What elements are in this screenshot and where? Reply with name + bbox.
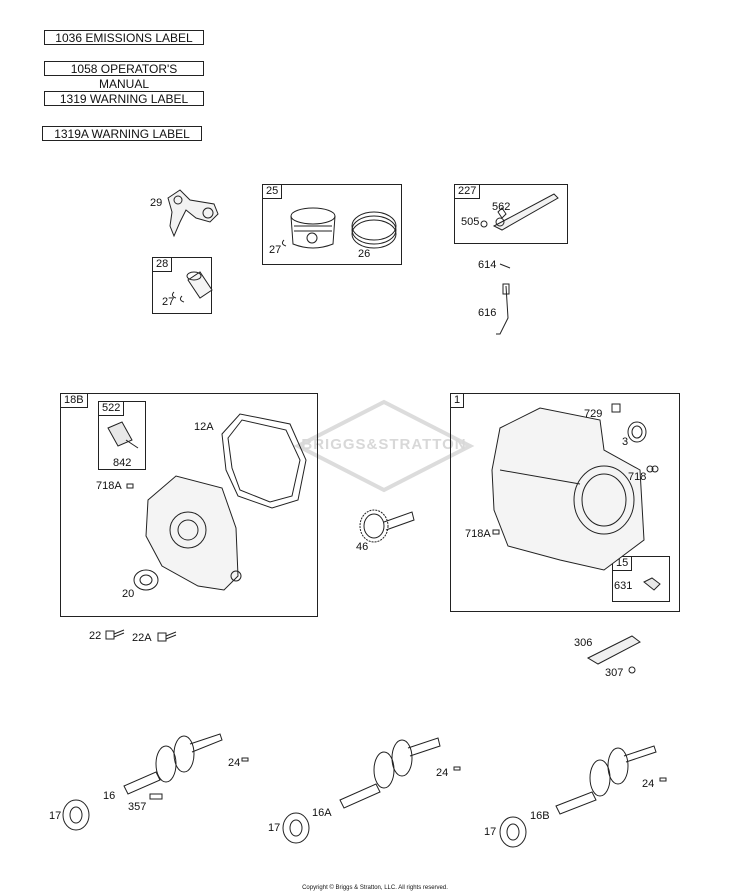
governor-spring-part: [499, 263, 511, 269]
part-number-631: 631: [614, 580, 633, 592]
piston-rings-part: [351, 211, 397, 249]
group-box-227: 227: [454, 184, 568, 244]
part-number-27-piston: 27: [269, 244, 282, 256]
part-number-22a: 22A: [132, 632, 152, 644]
cylinder-block-part: [491, 407, 645, 571]
crankshaft-16a-part: [339, 737, 441, 809]
bearing-part-17a: [62, 799, 90, 831]
group-box-18b: 18B: [60, 393, 318, 617]
key-part: [149, 793, 163, 800]
emissions-label-item: 1036 EMISSIONS LABEL: [44, 30, 204, 45]
gasket-part: [221, 413, 307, 509]
screw-part: [628, 666, 636, 674]
part-number-29: 29: [150, 197, 163, 209]
bolt-part-22: [105, 629, 125, 640]
plug-part: [611, 403, 621, 413]
piston-part: [281, 207, 336, 249]
part-number-20: 20: [122, 588, 135, 600]
part-number-842: 842: [113, 457, 132, 469]
part-number-616: 616: [478, 307, 497, 319]
wrist-pin-part: [171, 271, 213, 303]
group-tag-15: 15: [613, 557, 633, 571]
part-number-24-first: 24: [228, 757, 241, 769]
group-tag-227: 227: [455, 185, 481, 199]
dowel-part-718: [646, 465, 659, 473]
governor-link-part: [496, 283, 510, 335]
group-tag-25: 25: [263, 185, 283, 199]
part-number-17-third: 17: [484, 826, 497, 838]
part-number-729: 729: [584, 408, 603, 420]
part-number-27-pin: 27: [162, 296, 175, 308]
breather-valve-part: [107, 421, 139, 449]
group-box-522: 522: [98, 401, 146, 470]
part-number-718a-right: 718A: [465, 528, 491, 540]
oil-seal-part: [133, 569, 159, 591]
governor-arm-part: [480, 193, 559, 231]
part-number-614: 614: [478, 259, 497, 271]
warning-label-item: 1319 WARNING LABEL: [44, 91, 204, 106]
group-box-15: 15: [612, 556, 670, 602]
bearing-part-17b: [282, 812, 310, 844]
dowel-pin-left: [126, 483, 134, 489]
crankshaft-16b-part: [555, 745, 657, 815]
part-number-46: 46: [356, 541, 369, 553]
part-number-17-second: 17: [268, 822, 281, 834]
part-number-307: 307: [605, 667, 624, 679]
group-tag-28: 28: [153, 258, 173, 272]
pin-part-24c: [659, 777, 667, 782]
baffle-plate-part: [586, 635, 641, 665]
part-number-26: 26: [358, 248, 371, 260]
part-number-22: 22: [89, 630, 102, 642]
part-number-16: 16: [103, 790, 116, 802]
part-number-306: 306: [574, 637, 593, 649]
operators-manual-item: 1058 OPERATOR'S MANUAL: [44, 61, 204, 91]
part-number-17-first: 17: [49, 810, 62, 822]
part-number-24-second: 24: [436, 767, 449, 779]
copyright-notice: Copyright © Briggs & Stratton, LLC. All …: [302, 885, 448, 891]
part-number-718a-left: 718A: [96, 480, 122, 492]
pin-part-24b: [453, 766, 461, 771]
sump-cover-part: [145, 475, 242, 591]
watermark-text: BRIGGS&STRATTON: [301, 436, 467, 453]
part-number-505: 505: [461, 216, 480, 228]
camshaft-part: [359, 509, 415, 543]
bearing-part-17c: [499, 816, 527, 848]
crankshaft-16-part: [123, 733, 223, 795]
connecting-rod-part: [167, 189, 219, 238]
warning-label-a-item: 1319A WARNING LABEL: [42, 126, 202, 141]
group-box-1: 1: [450, 393, 680, 612]
bolt-part-22a: [157, 631, 177, 642]
part-number-718: 718: [628, 471, 647, 483]
group-box-28: 28: [152, 257, 212, 314]
group-tag-522: 522: [99, 402, 125, 416]
part-number-12a: 12A: [194, 421, 214, 433]
part-number-16b: 16B: [530, 810, 550, 822]
part-number-16a: 16A: [312, 807, 332, 819]
group-tag-1: 1: [451, 394, 465, 408]
drain-plug-part: [643, 577, 661, 591]
pin-part-24a: [241, 757, 249, 762]
seal-part: [627, 421, 647, 443]
part-number-357: 357: [128, 801, 147, 813]
dowel-pin-right: [492, 529, 500, 535]
part-number-562: 562: [492, 201, 511, 213]
group-box-25: 25: [262, 184, 402, 265]
group-tag-18b: 18B: [61, 394, 88, 408]
part-number-3: 3: [622, 436, 629, 448]
part-number-24-third: 24: [642, 778, 655, 790]
